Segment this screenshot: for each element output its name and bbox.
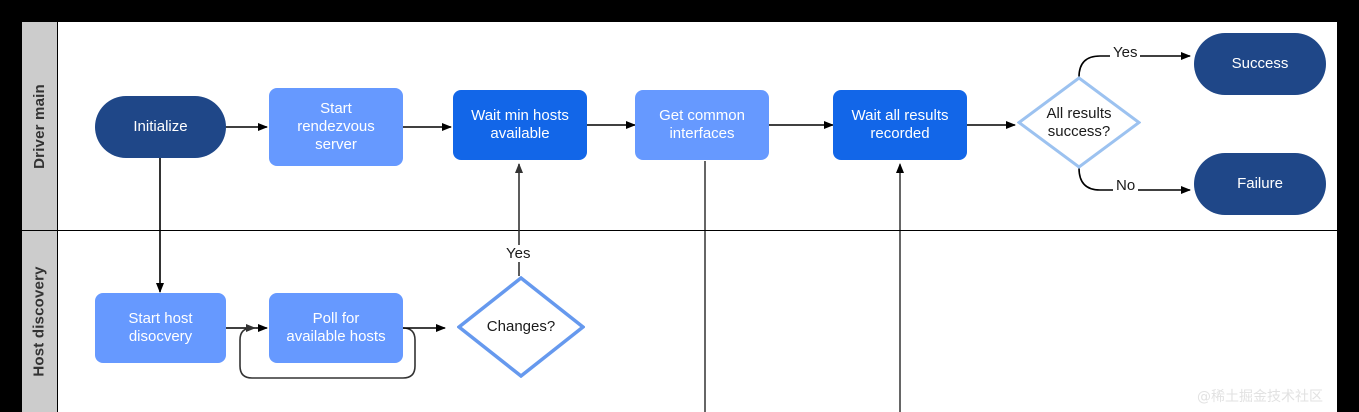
node-changes-label: Changes?: [486, 318, 556, 336]
swimlane-pool: Driver main Host discovery: [22, 22, 1337, 412]
diamond-outline-changes: [457, 276, 585, 378]
diamond-outline-all-results-success: [1017, 76, 1141, 169]
node-failure[interactable]: Failure: [1194, 153, 1326, 215]
watermark: @稀土掘金技术社区: [1197, 389, 1323, 405]
lane-header-host-discovery: Host discovery: [22, 231, 58, 412]
node-initialize[interactable]: Initialize: [95, 96, 226, 158]
node-success-label: Success: [1231, 55, 1289, 73]
edge-label-yes-success: Yes: [1110, 44, 1141, 61]
node-success[interactable]: Success: [1194, 33, 1326, 95]
node-changes[interactable]: Changes?: [457, 276, 585, 378]
edge-label-no-failure: No: [1113, 177, 1139, 194]
lane-header-driver-main: Driver main: [22, 22, 58, 230]
node-failure-label: Failure: [1237, 175, 1283, 193]
node-initialize-label: Initialize: [133, 118, 188, 136]
lane-label-driver-main: Driver main: [31, 83, 48, 169]
lane-label-host-discovery: Host discovery: [31, 266, 48, 377]
edge-label-yes-changes: Yes: [503, 245, 534, 262]
lane-body-host-discovery: [58, 231, 1337, 412]
